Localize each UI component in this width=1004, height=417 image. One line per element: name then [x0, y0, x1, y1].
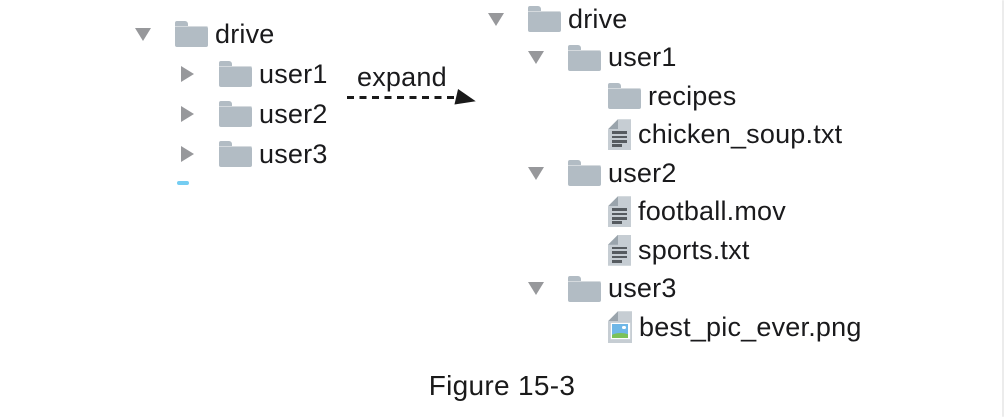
collapsed-triangle-icon	[180, 146, 194, 162]
folder-icon	[219, 61, 252, 87]
stray-selection-mark	[177, 181, 189, 185]
expanded-triangle-icon[interactable]	[528, 165, 544, 182]
tree-row-chicken-soup-txt[interactable]: chicken_soup.txt	[488, 116, 862, 155]
tree-row-user2[interactable]: user2	[488, 154, 862, 193]
file-label: user3	[259, 138, 328, 169]
expand-arrow-label: expand	[357, 62, 447, 92]
indent-spacer	[568, 319, 584, 336]
file-label: drive	[215, 18, 275, 49]
file-label: chicken_soup.txt	[638, 119, 843, 150]
collapsed-triangle-icon	[180, 106, 194, 122]
tree-row-user1[interactable]: user1	[488, 39, 862, 78]
tree-row-drive[interactable]: drive	[488, 0, 862, 39]
file-label: user1	[259, 58, 328, 89]
expanded-triangle-icon	[528, 51, 544, 65]
tree-row-recipes[interactable]: recipes	[488, 77, 862, 116]
file-tree-before-expand: drive user1 user2 user3	[135, 14, 328, 174]
file-label: recipes	[648, 80, 737, 111]
text-file-icon	[608, 119, 631, 151]
text-file-icon	[608, 234, 631, 266]
expanded-triangle-icon	[528, 166, 544, 180]
indent-spacer	[568, 242, 584, 259]
page-border-right	[1002, 0, 1004, 417]
file-label: user1	[608, 42, 677, 73]
figure-caption: Figure 15-3	[428, 370, 576, 401]
file-label: drive	[568, 3, 628, 34]
folder-icon	[568, 275, 601, 302]
expanded-triangle-icon[interactable]	[488, 11, 504, 28]
tree-row-best-pic-ever-png[interactable]: best_pic_ever.png	[488, 308, 862, 347]
expand-arrow-head-icon	[454, 88, 478, 110]
file-label: football.mov	[638, 196, 786, 227]
file-tree-after-expand: drive user1 recipes chicken_soup.txt user2 fo…	[488, 0, 862, 347]
expanded-triangle-icon[interactable]	[528, 49, 544, 66]
indent-spacer	[568, 88, 584, 105]
tree-row-user3[interactable]: user3	[135, 134, 328, 174]
expand-arrow-dashed-line	[347, 96, 459, 99]
indent-spacer	[568, 126, 584, 143]
collapsed-triangle-icon[interactable]	[179, 66, 195, 83]
expanded-triangle-icon[interactable]	[528, 280, 544, 297]
expanded-triangle-icon[interactable]	[135, 26, 151, 43]
tree-row-drive[interactable]: drive	[135, 14, 328, 54]
expanded-triangle-icon	[528, 282, 544, 296]
indent-spacer	[568, 203, 584, 220]
text-file-icon	[608, 196, 631, 228]
folder-icon	[528, 6, 561, 33]
image-file-icon	[608, 311, 632, 344]
expanded-triangle-icon	[135, 27, 151, 41]
folder-icon	[608, 83, 641, 110]
tree-row-user3[interactable]: user3	[488, 270, 862, 309]
file-label: best_pic_ever.png	[639, 311, 862, 342]
folder-icon	[175, 21, 208, 47]
file-label: user2	[608, 157, 677, 188]
file-label: sports.txt	[638, 234, 750, 265]
collapsed-triangle-icon[interactable]	[179, 106, 195, 123]
collapsed-triangle-icon[interactable]	[179, 146, 195, 163]
folder-icon	[219, 141, 252, 167]
tree-row-user2[interactable]: user2	[135, 94, 328, 134]
tree-row-football-mov[interactable]: football.mov	[488, 193, 862, 232]
folder-icon	[568, 160, 601, 187]
collapsed-triangle-icon	[180, 66, 194, 82]
folder-icon	[568, 44, 601, 71]
tree-row-user1[interactable]: user1	[135, 54, 328, 94]
tree-row-sports-txt[interactable]: sports.txt	[488, 231, 862, 270]
file-label: user3	[608, 273, 677, 304]
file-label: user2	[259, 98, 328, 129]
expanded-triangle-icon	[488, 12, 504, 26]
folder-icon	[219, 101, 252, 127]
